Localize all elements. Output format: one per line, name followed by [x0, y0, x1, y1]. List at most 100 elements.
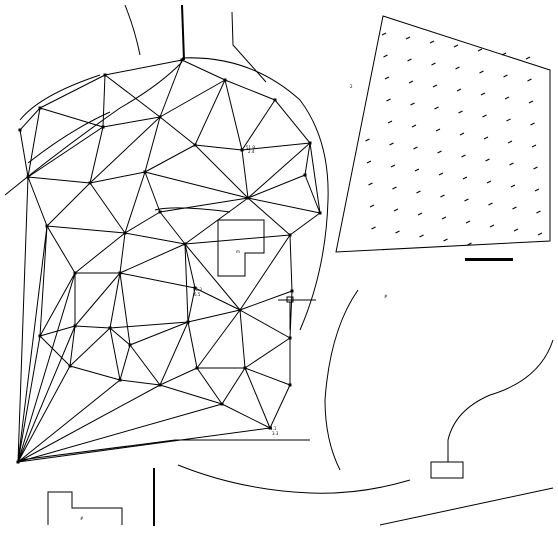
tin-edge [119, 243, 186, 274]
grid-plot: 2 [335, 15, 551, 253]
tin-edge [17, 403, 223, 463]
grid-marker [419, 234, 424, 238]
tin-edge [124, 232, 186, 245]
grid-marker [431, 62, 436, 66]
tin-edge [184, 234, 291, 245]
tin-edge [194, 144, 243, 151]
tin-edge [27, 176, 91, 184]
misc-label: # [384, 294, 388, 299]
tin-edge [241, 99, 276, 151]
tin-edge [289, 234, 293, 292]
grid-marker [383, 54, 388, 58]
tin-edge [224, 79, 243, 151]
grid-marker [390, 164, 396, 168]
tin-edge [304, 174, 321, 214]
grid-marker [537, 232, 543, 236]
tin-edge [39, 74, 106, 109]
tin-edge [119, 232, 126, 274]
tin-edge [109, 327, 131, 346]
station-marker [38, 106, 42, 110]
tin-edge [17, 427, 271, 463]
grid-marker [479, 70, 484, 74]
tin-edge [184, 243, 196, 289]
tin-edge [159, 384, 223, 405]
grid-marker [480, 92, 486, 96]
grid-marker [530, 122, 535, 126]
grid-marker [506, 118, 511, 122]
grid-marker [509, 162, 514, 166]
tin-edge [224, 79, 276, 101]
station-marker [143, 170, 147, 174]
grid-marker [536, 210, 541, 214]
station-label: 51.9 [246, 145, 255, 150]
tin-edge [221, 403, 271, 429]
grid-marker [513, 228, 519, 232]
grid-marker [453, 44, 459, 48]
tin-edge [17, 325, 76, 463]
station-label: 2.4 [248, 149, 255, 154]
tin-edge [194, 79, 226, 146]
grid-marker [465, 220, 471, 224]
station-marker [101, 125, 105, 129]
grid-marker [458, 110, 463, 114]
station-marker [16, 460, 20, 464]
tin-edge [19, 107, 41, 131]
tin-edge [289, 290, 293, 339]
tin-edge [194, 144, 249, 199]
grid-marker [510, 184, 516, 188]
grid-marker [501, 52, 507, 56]
tin-edge [124, 211, 161, 234]
grid-marker [456, 88, 462, 92]
station-label: 6.5 [194, 292, 201, 297]
tin-edge [46, 225, 76, 274]
grid-marker [485, 158, 490, 162]
tin-edge [69, 325, 76, 367]
station-marker [223, 78, 227, 82]
station-marker [288, 336, 292, 340]
station-marker [123, 231, 127, 235]
station-marker [38, 334, 42, 338]
station-marker [108, 326, 112, 330]
tin-edge [39, 335, 71, 367]
grid-marker [486, 180, 492, 184]
tin-edge [247, 197, 321, 214]
station-marker [273, 98, 277, 102]
tin-edge [289, 212, 321, 236]
grid-marker [368, 182, 373, 186]
tin-edge [159, 211, 186, 245]
tin-edge [102, 74, 106, 128]
tin-edge [124, 171, 146, 234]
grid-marker [416, 190, 421, 194]
station-marker [158, 115, 162, 119]
grid-marker [410, 102, 415, 106]
grid-marker [386, 98, 391, 102]
structure-label: # [80, 516, 84, 521]
tin-edge [247, 197, 291, 236]
station-marker [186, 320, 190, 324]
scale-bar [465, 258, 513, 261]
bottom-left-structure [47, 491, 123, 525]
tin-edge [69, 365, 121, 381]
tin-edge [104, 59, 183, 76]
station-marker [303, 173, 307, 177]
station-marker [308, 141, 312, 145]
grid-marker [443, 238, 448, 242]
tin-edge [187, 287, 196, 323]
grid-marker [488, 202, 493, 206]
grid-marker [366, 160, 372, 164]
grid-marker [437, 150, 442, 154]
tin-edge [39, 272, 76, 337]
tin-edge [244, 337, 291, 369]
grid-marker [512, 206, 517, 210]
station-label: 4.1 [270, 426, 277, 431]
tin-edge [109, 272, 121, 329]
tin-edge [196, 367, 223, 405]
grid-marker [384, 76, 390, 80]
tin-edge [241, 149, 249, 199]
tin-edge [119, 272, 131, 346]
station-marker [288, 233, 292, 237]
tin-edge [89, 126, 104, 184]
grid-marker [477, 48, 483, 52]
tin-edge [17, 225, 48, 463]
station-label: 46.3 [193, 287, 202, 292]
